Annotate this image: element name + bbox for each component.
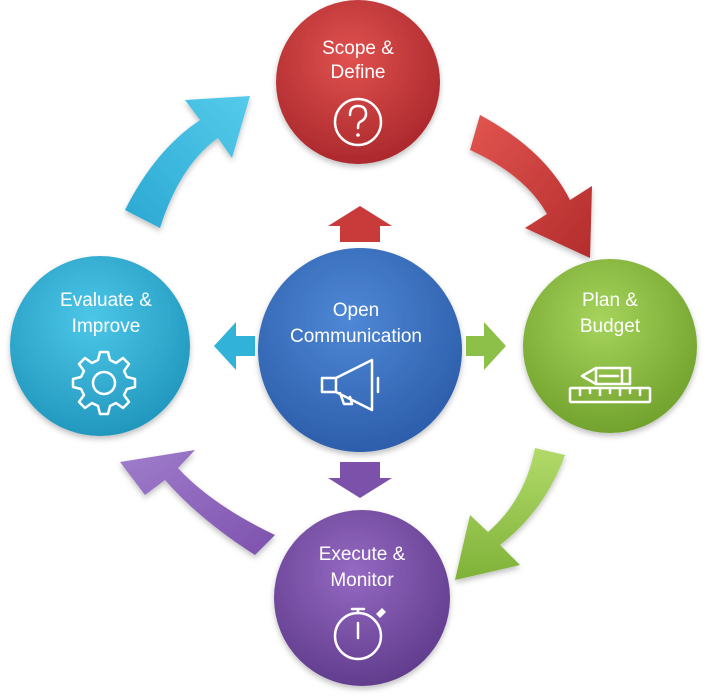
node-open-communication-line1: Open: [333, 300, 379, 321]
node-plan-budget-line2: Budget: [580, 316, 641, 337]
node-scope-define-line1: Scope &: [322, 38, 394, 59]
arrow-center-to-left: [214, 322, 255, 370]
cycle-arrow-top-to-right: [470, 115, 592, 258]
node-scope-define: Scope & Define: [276, 0, 440, 164]
node-execute-monitor-line1: Execute &: [319, 544, 406, 565]
gear-icon: [71, 350, 137, 416]
node-execute-monitor: Execute & Monitor: [274, 510, 450, 686]
node-evaluate-improve-line1: Evaluate &: [60, 290, 152, 311]
node-evaluate-improve-line2: Improve: [72, 316, 141, 337]
stopwatch-icon: [333, 607, 386, 661]
node-plan-budget: Plan & Budget: [523, 259, 697, 433]
arrow-center-to-bottom: [328, 462, 392, 498]
pencil-ruler-icon: [568, 366, 652, 404]
node-plan-budget-line1: Plan &: [582, 290, 638, 311]
arrow-center-to-top: [328, 206, 392, 242]
cycle-arrow-left-to-top: [125, 96, 250, 228]
megaphone-icon: [320, 358, 380, 412]
arrow-center-to-right: [466, 322, 506, 370]
node-open-communication: Open Communication: [258, 248, 462, 452]
node-evaluate-improve: Evaluate & Improve: [10, 256, 190, 436]
cycle-arrow-bottom-to-left: [120, 450, 275, 555]
question-icon: [333, 97, 383, 147]
node-execute-monitor-line2: Monitor: [330, 570, 394, 591]
node-open-communication-line2: Communication: [290, 326, 422, 347]
node-scope-define-line2: Define: [331, 62, 386, 83]
cycle-arrow-right-to-bottom: [455, 448, 565, 580]
